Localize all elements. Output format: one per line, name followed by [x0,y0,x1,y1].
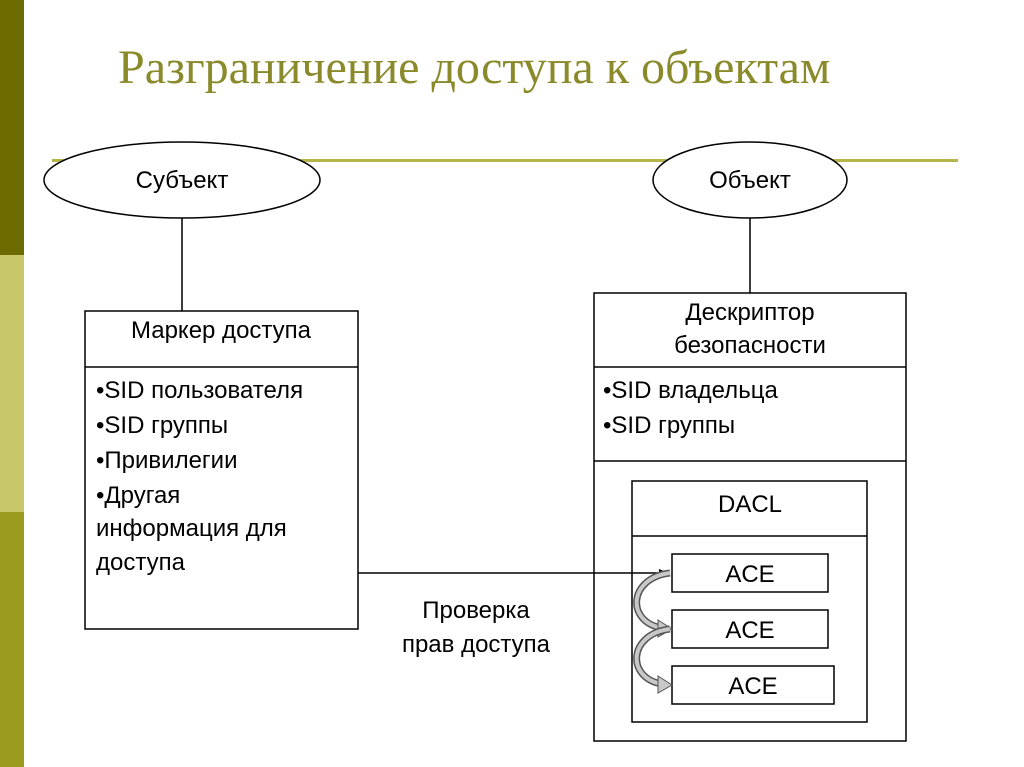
token-item: •SID пользователя [96,377,303,404]
descriptor-header-line2: безопасности [674,332,826,359]
descriptor-item: •SID владельца [603,377,778,404]
ace-label: ACE [728,673,777,700]
ace-arrow-head [657,675,673,694]
ace-box [671,553,829,593]
side-bar-bottom [0,512,24,767]
token-item: информация для [96,515,287,542]
ace-box [671,665,835,705]
dacl-label: DACL [718,491,782,518]
side-bar-middle [0,255,24,512]
check-label-line2: прав доступа [402,631,551,658]
object-label: Объект [709,167,791,194]
access-token-header: Маркер доступа [131,317,312,344]
subject-label: Субъект [136,167,229,194]
slide-title: Разграничение доступа к объектам [118,41,831,94]
token-item: доступа [96,549,186,576]
token-item: •Привилегии [96,447,237,474]
descriptor-header-line1: Дескриптор [685,299,814,326]
token-item: •Другая [96,482,180,509]
side-bar-top [0,0,24,255]
token-item: •SID группы [96,412,228,439]
access-token-box [84,310,359,630]
title-underline [52,159,958,162]
ace-curved-arrow [634,571,671,630]
check-label-line1: Проверка [422,597,530,624]
descriptor-item: •SID группы [603,412,735,439]
ace-label: ACE [725,617,774,644]
ace-label: ACE [725,561,774,588]
ace-curved-arrow [634,627,671,686]
